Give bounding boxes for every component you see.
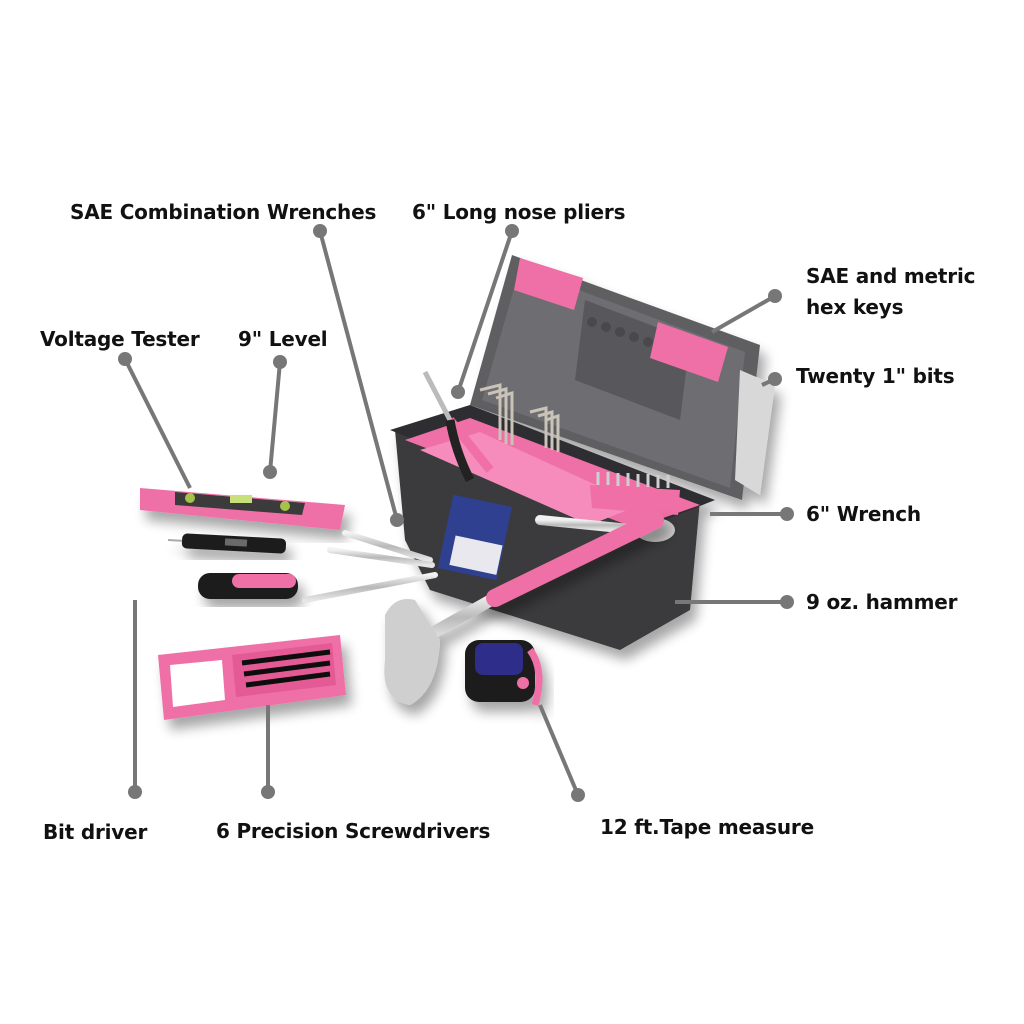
label-bits: Twenty 1" bits [796,364,955,388]
voltage-tester-illustration [167,533,287,554]
callout-dot-hex-keys [768,289,782,303]
combination-wrenches-illustration [302,530,438,603]
label-voltage-tester: Voltage Tester [40,327,200,351]
label-sae-combination-wrenches: SAE Combination Wrenches [70,200,377,224]
callout-dot-hammer [780,595,794,609]
toolbox-lid [470,255,775,500]
callout-dot-bits [768,372,782,386]
callout-dot-voltage-tester [118,352,132,366]
label-long-nose-pliers: 6" Long nose pliers [412,200,626,224]
label-bit-driver: Bit driver [43,820,148,844]
pliers-illustration [422,370,494,483]
callout-dot-level [273,355,287,369]
bits-illustration [590,472,680,515]
hammer-illustration [384,511,664,705]
hex-keys-illustration [479,383,560,452]
callout-dot-pliers [505,224,519,238]
label-hammer: 9 oz. hammer [806,590,958,614]
label-tape-measure: 12 ft.Tape measure [600,815,814,839]
label-adjustable-wrench: 6" Wrench [806,502,921,526]
bit-driver-illustration [116,573,298,599]
callout-dot-screwdrivers [261,785,275,799]
callout-dot-wrenches [313,224,327,238]
toolbox-body [390,405,715,650]
callout-dot-tape [571,788,585,802]
precision-screwdrivers-illustration [158,635,346,720]
label-precision-screwdrivers: 6 Precision Screwdrivers [216,819,491,843]
callout-dot-bit-driver [128,785,142,799]
label-hex-keys-line1: SAE and metric [806,264,976,288]
label-hex-keys-line2: hex keys [806,295,904,319]
label-level: 9" Level [238,327,328,351]
level-illustration [140,488,345,530]
callout-dot-wrench [780,507,794,521]
tape-measure-illustration [465,640,543,706]
